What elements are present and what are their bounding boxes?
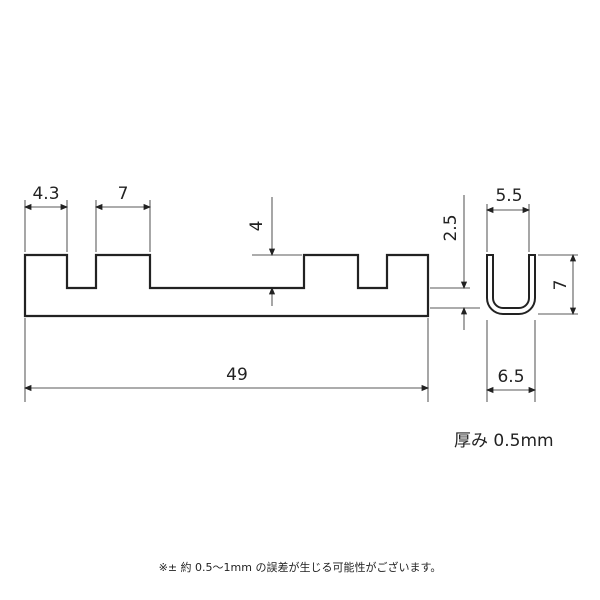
dim-tooth-width-label: 7: [118, 184, 129, 204]
dim-slot-depth-label: 4: [247, 221, 267, 232]
u-channel-profile: [486, 254, 536, 315]
tolerance-note: ※± 約 0.5～1mm の誤差が生じる可能性がございます。: [159, 560, 442, 574]
dim-outer-width-label: 6.5: [497, 367, 524, 387]
extension-lines: [24, 200, 578, 402]
dim-slot-width-label: 4.3: [32, 184, 59, 204]
dim-total-length-label: 49: [226, 365, 248, 385]
dimension-lines: [23, 195, 577, 394]
dim-profile-depth-label: 7: [551, 280, 571, 291]
dim-inner-width-label: 5.5: [495, 186, 522, 206]
thickness-note: 厚み 0.5mm: [454, 431, 554, 451]
plate-outline: [23, 253, 430, 318]
dim-profile-height-label: 2.5: [441, 214, 461, 241]
